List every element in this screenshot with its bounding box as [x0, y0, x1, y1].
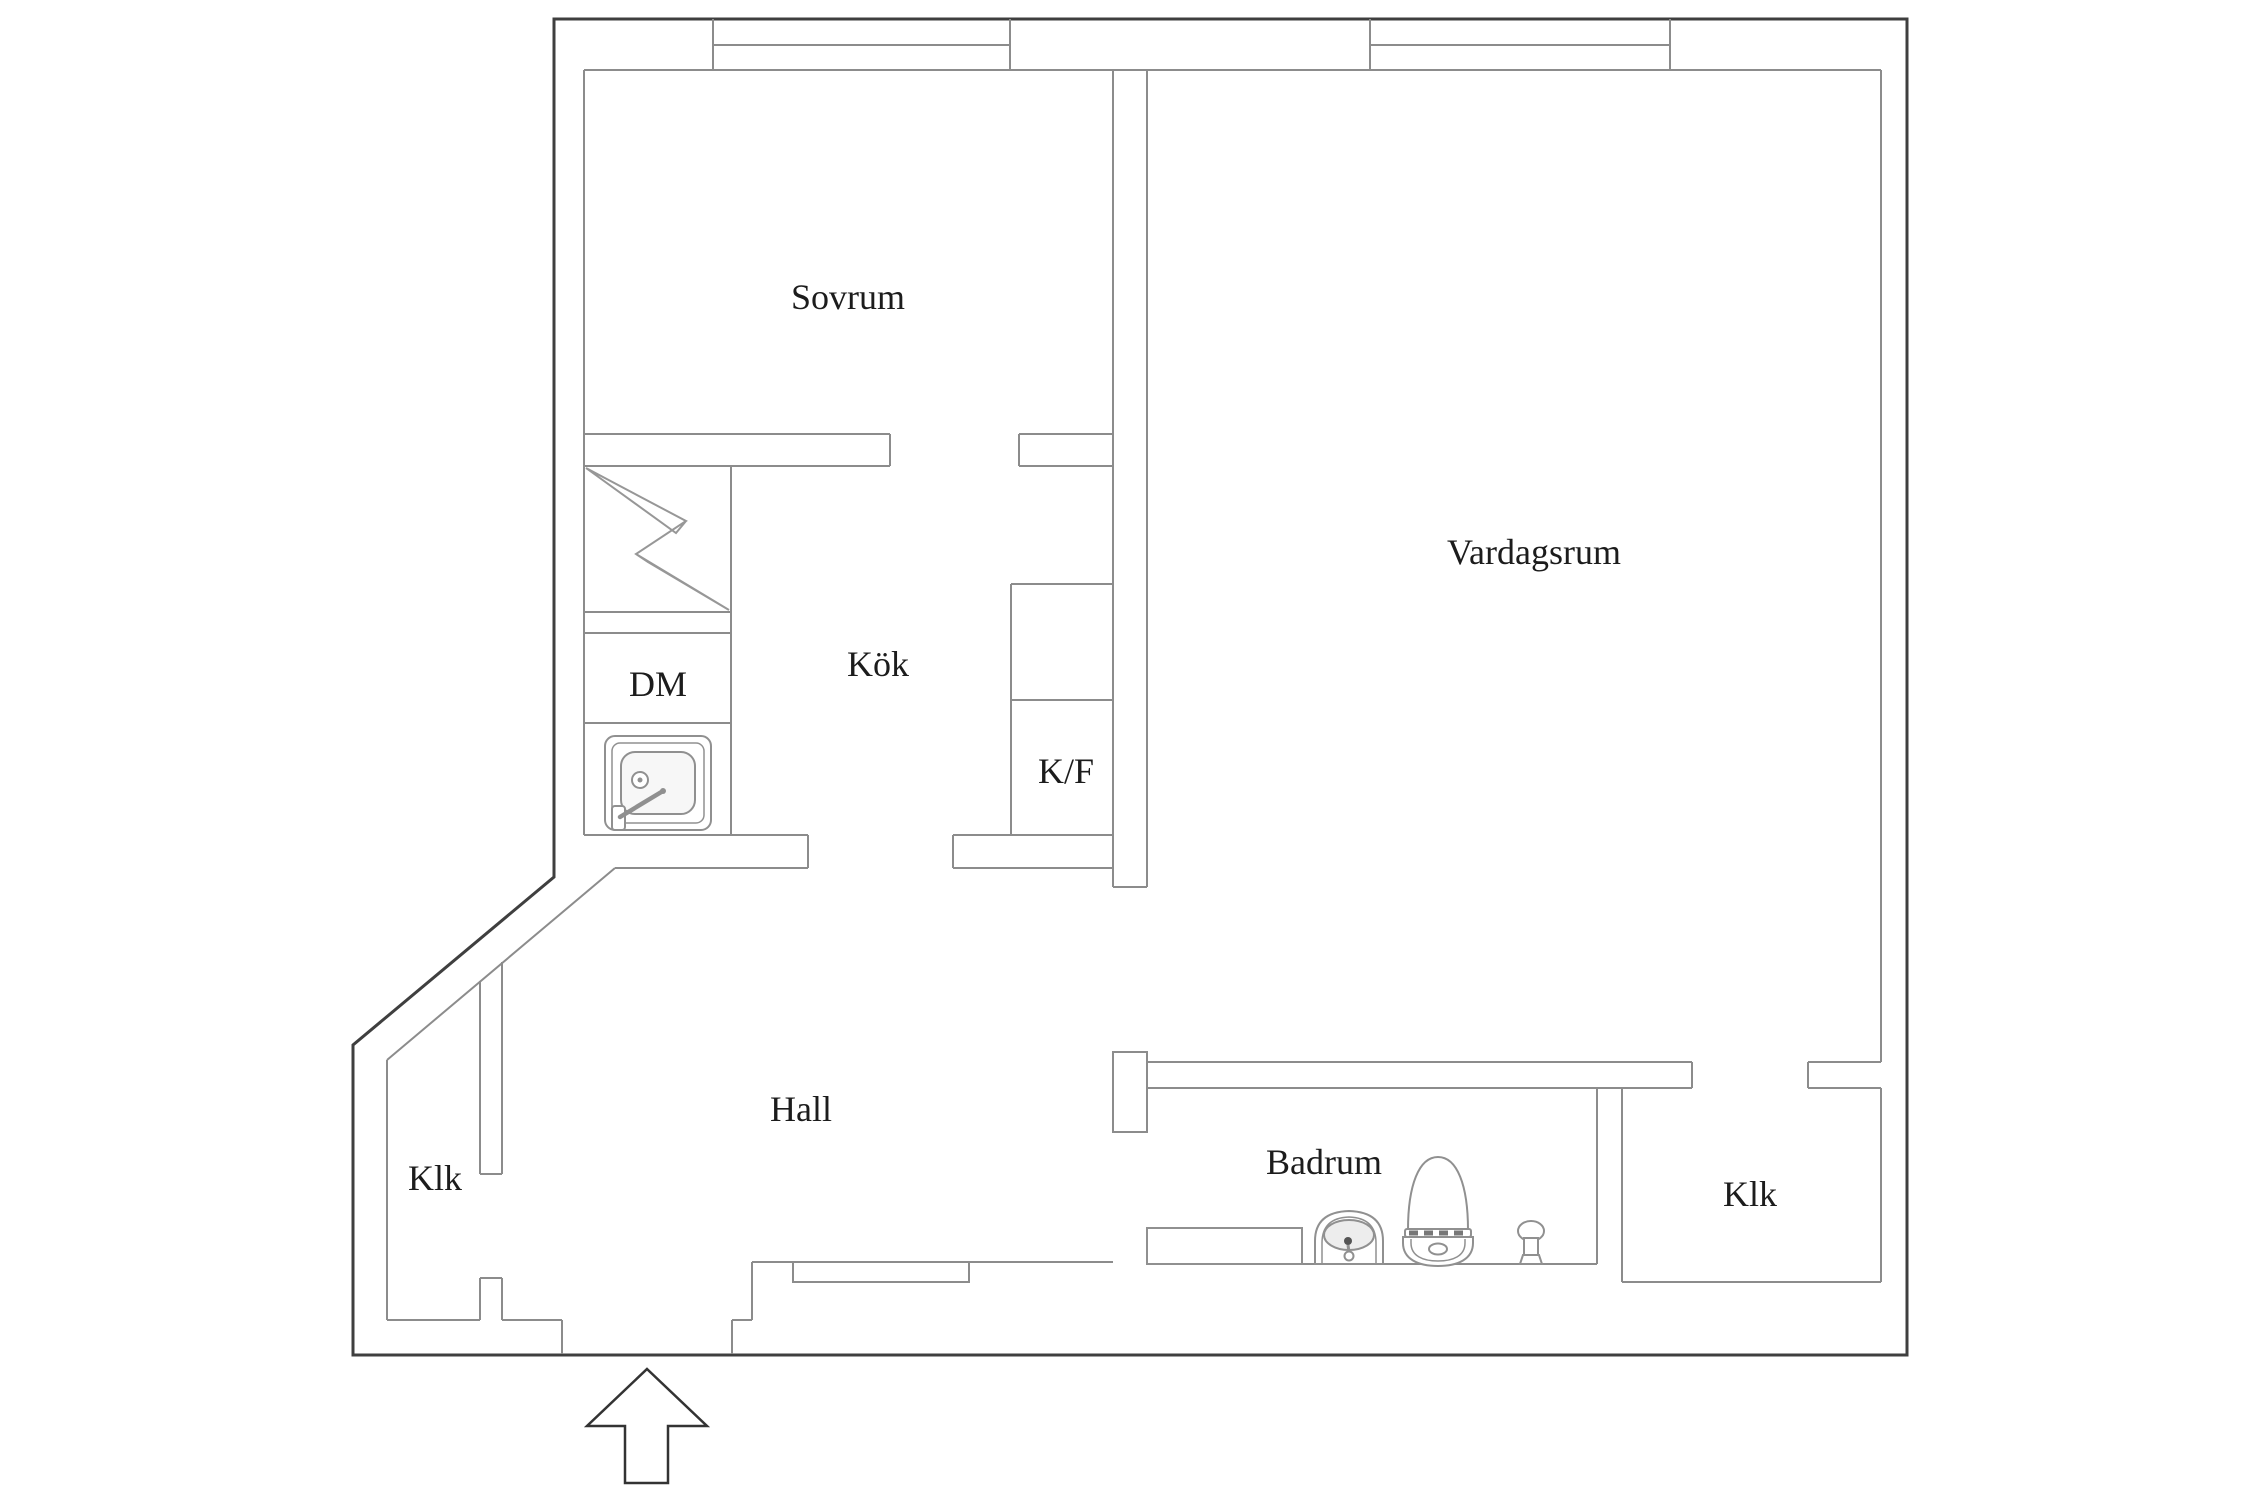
wall-entrance-jamb: [731, 1262, 753, 1354]
room-label-klk-left: Klk: [408, 1158, 462, 1198]
room-label-sovrum: Sovrum: [791, 277, 905, 317]
exterior-wall-outline: [351, 17, 1909, 1357]
window-vardagsrum-icon: [1369, 19, 1671, 70]
washbasin-icon: [1314, 1209, 1384, 1265]
toilet-button: [1428, 1242, 1448, 1256]
wall-kitchen-south-left: [584, 834, 809, 869]
shower-tap-icon: [1517, 1220, 1545, 1265]
room-label-badrum: Badrum: [1266, 1142, 1382, 1182]
label-dishwasher-dm: DM: [629, 664, 687, 704]
wall-badrum-klk: [1596, 1088, 1623, 1282]
toilet-bowl-inner: [1410, 1239, 1466, 1262]
kitchen-sink-icon: [604, 735, 712, 831]
exterior-wall-path: [351, 17, 1909, 1357]
zigzag-cabinet-icon: [583, 465, 732, 613]
washbasin-tap-drop: [1343, 1250, 1355, 1262]
bathroom-fixtures: [1146, 1155, 1545, 1268]
faucet-knob: [660, 788, 666, 794]
tap-base: [1518, 1254, 1544, 1265]
interior-walls: [386, 19, 1882, 1354]
sink-drain-center: [637, 777, 643, 783]
room-label-kok: Kök: [847, 644, 909, 684]
toilet-icon: [1402, 1155, 1474, 1268]
wall-klk-left-partition: [479, 962, 503, 1175]
bathtub-icon: [1146, 1227, 1303, 1265]
wall-badrum-north: [1147, 1061, 1693, 1089]
room-label-hall: Hall: [770, 1089, 832, 1129]
wall-sovrum-south-right: [1018, 433, 1113, 467]
sink-basin: [620, 751, 696, 815]
faucet-lever: [617, 788, 666, 820]
wall-klk-left-door-jamb: [479, 1277, 563, 1354]
wall-kitchen-south-right: [952, 834, 1113, 869]
washbasin-tap: [1344, 1237, 1352, 1245]
fridge-freezer-cabinet: [1010, 583, 1113, 835]
entrance-arrow-icon: [583, 1367, 711, 1485]
window-sovrum-icon: [712, 19, 1011, 70]
wall-hall-vardagsrum-jamb: [1112, 1051, 1148, 1133]
doormat-icon: [792, 1261, 970, 1283]
room-label-klk-right: Klk: [1723, 1174, 1777, 1214]
room-label-vardagsrum: Vardagsrum: [1447, 532, 1621, 572]
wall-sovrum-vardagsrum: [1112, 70, 1148, 888]
wall-klk-right-north: [1807, 1061, 1881, 1089]
label-fridge-freezer: K/F: [1038, 751, 1094, 791]
lightning-zigzag-icon: [585, 467, 730, 611]
